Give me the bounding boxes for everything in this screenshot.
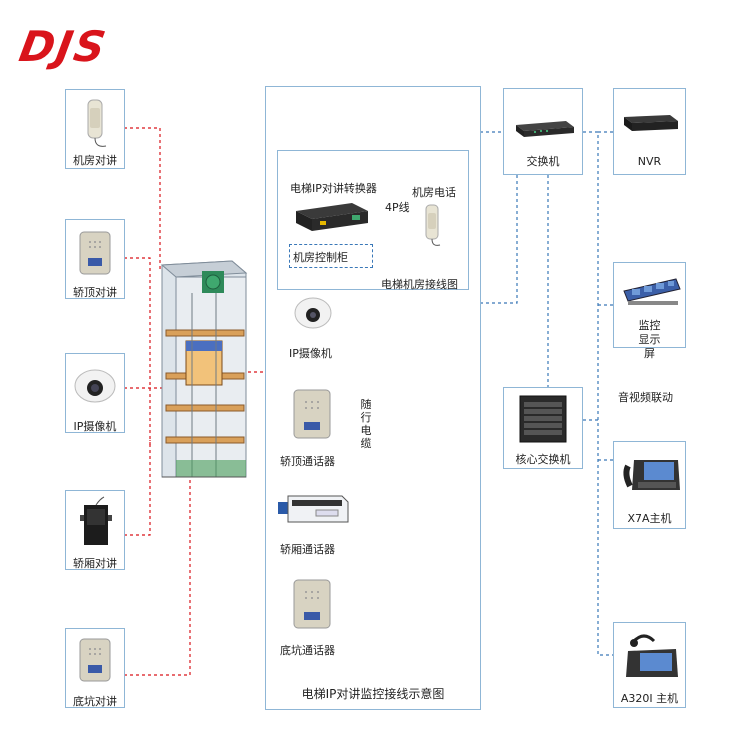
car-top-speaker-label: 轿顶通话器 [280,455,335,468]
device-label: 轿顶对讲 [73,286,117,299]
handset-phone-icon [87,99,107,147]
trailing-cable-label: 随行电缆 [360,398,372,450]
nvr-label: NVR [637,155,662,168]
cable-4p-label: 4P线 [385,201,410,214]
device-car-intercom: 轿厢对讲 [65,490,125,570]
cabinet-label: 机房控制柜 [293,251,348,264]
device-label: 底坑对讲 [73,695,117,708]
core-switch-chassis-icon [519,395,567,443]
a320i-box: A320I 主机 [613,622,686,708]
room-wiring-label: 电梯机房接线图 [381,278,458,291]
network-switch-icon [516,121,574,137]
machine-phone-label: 机房电话 [412,186,456,199]
nvr-box: NVR [613,88,686,175]
desk-phone-icon [623,460,680,490]
device-machine-room-intercom: 机房对讲 [65,89,125,169]
device-pit-intercom: 底坑对讲 [65,628,125,708]
intercom-panel-icon [79,638,111,682]
blue-link-bus [583,131,613,656]
red-link-car-top [124,257,151,445]
intercom-panel-icon [293,579,331,629]
center-camera-label: IP摄像机 [289,347,332,360]
desk-phone-headset-icon [626,634,678,677]
intercom-panel-icon [79,231,111,275]
av-link-label: 音视频联动 [618,391,673,404]
diagram-title: 电梯IP对讲监控接线示意图 [301,687,445,701]
red-link-machine-room [124,127,161,270]
device-label: 机房对讲 [73,154,117,167]
x7a-label: X7A主机 [627,512,672,525]
monitor-box: 监控显示屏 [613,262,686,360]
device-ip-camera: IP摄像机 [65,353,125,433]
video-wall-icon [623,278,681,305]
device-label: IP摄像机 [73,420,117,433]
intercom-panel-icon [293,389,331,439]
dome-camera-icon [294,297,332,329]
device-label: 轿厢对讲 [73,557,117,570]
red-link-pit [124,440,191,676]
elevator-shaft-illustration [160,260,248,478]
handset-phone-icon [425,204,441,246]
a320i-label: A320I 主机 [620,692,679,705]
intercom-box-icon [80,496,112,545]
nvr-recorder-icon [624,115,678,131]
x7a-box: X7A主机 [613,441,686,529]
machine-cabinet-box [289,244,373,268]
switch-label: 交换机 [526,155,560,168]
device-car-top-intercom: 轿顶对讲 [65,219,125,299]
dome-camera-icon [74,369,116,403]
monitor-label: 监控显示屏 [638,319,661,360]
core-switch-box: 核心交换机 [503,387,583,469]
switch-box: 交换机 [503,88,583,175]
core-switch-label: 核心交换机 [515,453,571,466]
converter-label: 电梯IP对讲转换器 [290,182,377,195]
pit-speaker-label: 底坑通话器 [280,644,335,657]
car-speaker-label: 轿厢通话器 [280,543,335,556]
ip-intercom-converter-icon [296,203,368,231]
red-link-car [124,440,151,536]
car-speaker-unit-icon [278,495,349,523]
